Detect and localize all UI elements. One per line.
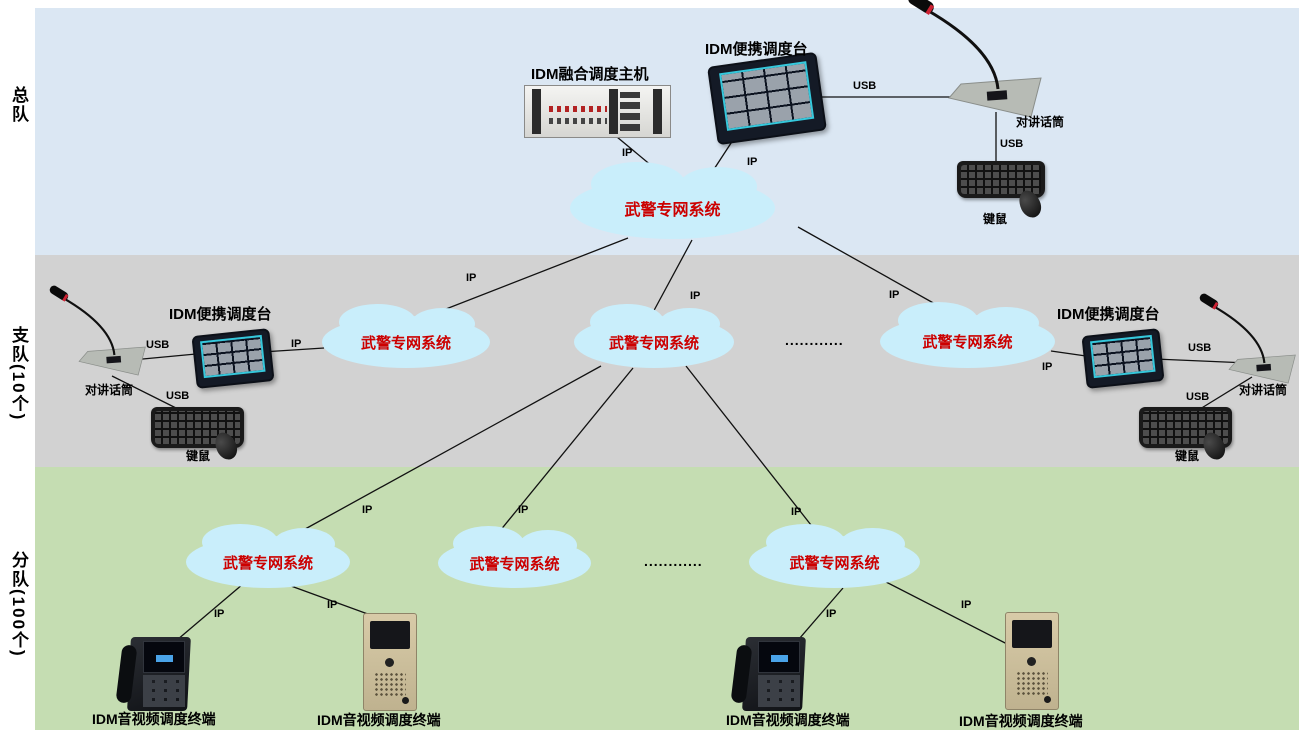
ip-label: IP [1042,361,1053,373]
terminal-screen [370,621,410,649]
av-terminal-label: IDM音视频调度终端 [959,713,1083,729]
cloud-label: 武警专网系统 [624,202,721,219]
cloud-squad-right: 武警专网系统 [749,523,920,588]
phone-screen [143,641,185,673]
fusion-dispatch-host-image [524,85,671,138]
server-leds [549,106,607,112]
ip-label: IP [466,272,477,284]
av-terminal-label: IDM音视频调度终端 [317,712,441,728]
ip-label: IP [214,608,225,620]
av-dispatch-phone-image [115,637,191,711]
av-dispatch-wall-terminal-image [363,613,417,711]
cloud-hq-network: 武警专网系统 [570,162,775,239]
server-ports-row [549,118,607,124]
intercom-mic-label: 对讲话筒 [85,383,134,397]
keyboard-mouse-label: 键鼠 [186,449,211,463]
usb-label: USB [1186,391,1210,403]
band-squad [35,467,1299,730]
portable-console-image [191,328,275,389]
usb-label: USB [166,390,190,402]
intercom-mic-label: 对讲话筒 [1239,383,1288,397]
ip-label: IP [690,290,701,302]
terminal-speaker [1016,671,1048,697]
portable-console-title: IDM便携调度台 [169,306,272,323]
portable-console-image [707,51,827,146]
cloud-squad-center: 武警专网系统 [438,526,591,588]
av-terminal-label: IDM音视频调度终端 [92,711,216,727]
gooseneck-mic-image [908,0,1042,118]
terminal-button [385,658,394,667]
cloud-label: 武警专网系统 [360,334,451,352]
band-label-squad: 分队(100个) [9,551,28,658]
cloud-label: 武警专网系统 [608,334,699,352]
portable-console-image [1081,328,1165,389]
ip-label: IP [622,147,633,159]
av-dispatch-phone-image [730,637,806,711]
terminal-button [1027,657,1036,666]
terminal-speaker [374,672,406,698]
intercom-mic-label: 对讲话筒 [1016,115,1065,129]
usb-label: USB [1000,138,1024,150]
cloud-squad-left: 武警专网系统 [186,523,350,588]
portable-console-title: IDM便携调度台 [1057,306,1160,323]
more-nodes-ellipsis: ............ [644,553,703,569]
terminal-knob [402,697,409,704]
more-nodes-ellipsis: ............ [785,332,844,348]
terminal-knob [1044,696,1051,703]
ip-label: IP [889,289,900,301]
cloud-label: 武警专网系统 [469,555,560,573]
console-screen [719,61,815,131]
cloud-detachment-right: 武警专网系统 [880,302,1055,368]
cloud-label: 武警专网系统 [922,334,1013,351]
portable-console-title: IDM便携调度台 [705,41,808,58]
ip-label: IP [327,599,338,611]
fusion-host-title: IDM融合调度主机 [531,66,649,83]
band-label-detachment: 支队(10个) [9,326,28,422]
ip-label: IP [791,506,802,518]
server-slot [609,89,618,134]
band-label-hq: 总队 [9,86,28,124]
av-terminal-label: IDM音视频调度终端 [726,712,850,728]
usb-label: USB [1188,342,1212,354]
phone-keypad [758,675,800,707]
cloud-label: 武警专网系统 [222,554,313,572]
cloud-label: 武警专网系统 [789,554,880,572]
server-ports [620,92,640,131]
ip-label: IP [961,599,972,611]
server-slot [532,89,541,134]
keyboard-mouse-label: 键鼠 [983,212,1008,226]
terminal-screen [1012,620,1052,648]
usb-label: USB [146,339,170,351]
gooseneck-mic-image [49,285,146,376]
phone-keypad [143,675,185,707]
cloud-detachment-center: 武警专网系统 [574,303,734,368]
ip-label: IP [362,504,373,516]
keyboard-mouse-label: 键鼠 [1175,449,1200,463]
console-screen [1090,334,1156,379]
usb-label: USB [853,80,877,92]
av-dispatch-wall-terminal-image [1005,612,1059,710]
ip-label: IP [747,156,758,168]
ip-label: IP [826,608,837,620]
ip-label: IP [291,338,302,350]
server-slot [653,89,662,134]
ip-label: IP [518,504,529,516]
console-screen [200,334,266,379]
phone-screen [758,641,800,673]
cloud-detachment-left: 武警专网系统 [322,303,490,368]
